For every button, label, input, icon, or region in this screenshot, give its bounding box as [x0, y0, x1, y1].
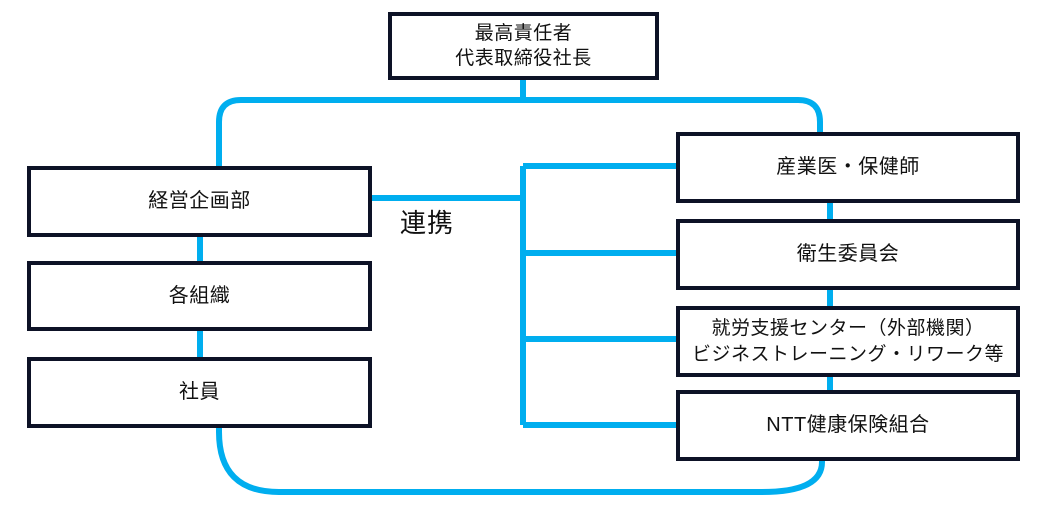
node-employees-label: 社員 [179, 381, 220, 404]
node-chief-executive-label: 最高責任者 代表取締役社長 [455, 22, 592, 69]
node-health-committee[interactable]: 衛生委員会 [676, 219, 1020, 290]
node-employment-support-center[interactable]: 就労支援センター（外部機関） ビジネストレーニング・リワーク等 [676, 306, 1020, 377]
node-management-planning[interactable]: 経営企画部 [27, 166, 372, 237]
node-employees[interactable]: 社員 [27, 357, 372, 428]
node-health-committee-label: 衛生委員会 [796, 243, 900, 266]
node-employment-support-center-label: 就労支援センター（外部機関） ビジネストレーニング・リワーク等 [691, 318, 1004, 365]
node-management-planning-label: 経営企画部 [148, 190, 251, 213]
connector-top-spine [216, 97, 823, 166]
node-ntt-health-insurance-label: NTT健康保険組合 [766, 414, 930, 437]
node-chief-executive[interactable]: 最高責任者 代表取締役社長 [388, 12, 659, 80]
connector-bottom-loop [216, 428, 825, 495]
node-each-organization[interactable]: 各組織 [27, 261, 372, 331]
node-ntt-health-insurance[interactable]: NTT健康保険組合 [676, 390, 1020, 461]
node-occupational-physician-label: 産業医・保健師 [776, 156, 920, 179]
node-occupational-physician[interactable]: 産業医・保健師 [676, 132, 1020, 203]
cooperation-label: 連携 [400, 208, 455, 238]
node-each-organization-label: 各組織 [168, 284, 231, 307]
